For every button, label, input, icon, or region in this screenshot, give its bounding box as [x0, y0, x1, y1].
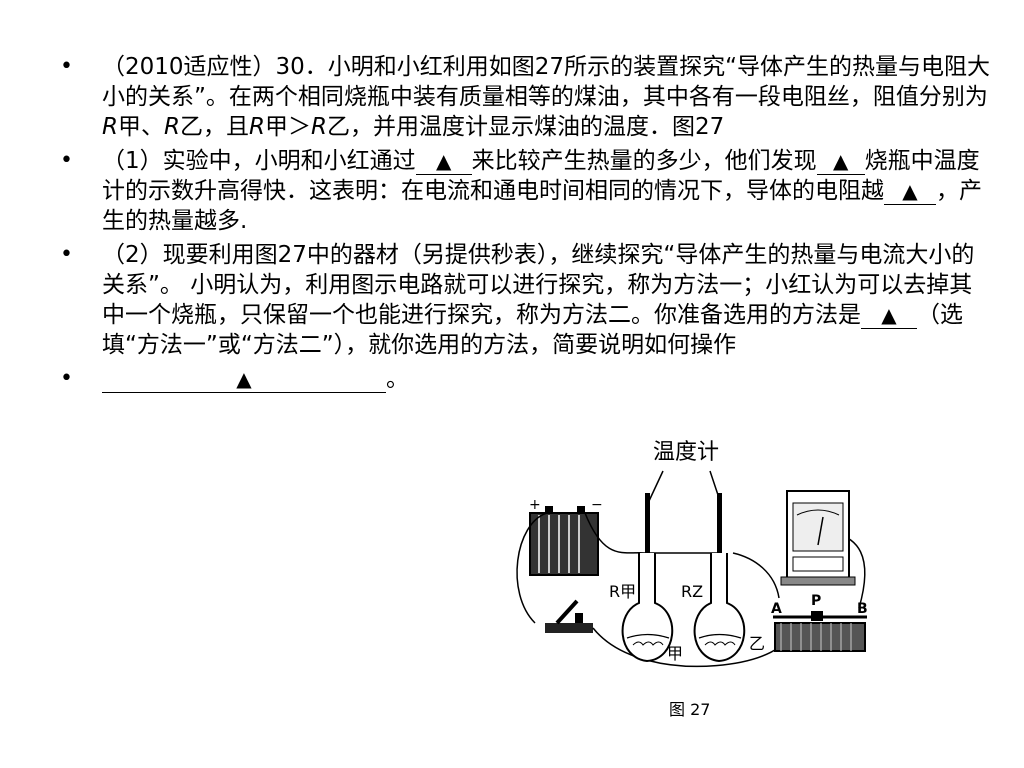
circuit-figure: 温度计 + −: [505, 433, 895, 733]
flask-yi-label: 乙: [749, 634, 765, 653]
battery-minus-label: −: [591, 497, 603, 513]
intro-text: （2010适应性）30．小明和小红利用如图27所示的装置探究“导体产生的热量与电…: [102, 54, 990, 110]
r-symbol: R: [310, 114, 327, 140]
resistor-yi-label: RZ: [681, 582, 703, 601]
bullet-part2: • （2）现要利用图27中的器材（另提供秒表），继续探究“导体产生的热量与电流大…: [60, 240, 990, 360]
figure-caption: 图 27: [669, 700, 710, 719]
bullet-intro: • （2010适应性）30．小明和小红利用如图27所示的装置探究“导体产生的热量…: [60, 52, 990, 142]
part2-text-b: （选填“方法一”或“方法二”），就你选用的方法，简要说明如何操作: [102, 302, 963, 358]
triangle-icon: ▲: [236, 367, 252, 391]
bullet-dot: •: [60, 54, 73, 79]
subscript-yi: 乙: [179, 114, 203, 140]
rheostat-terminal-a: A: [771, 601, 782, 617]
bullet-dot: •: [60, 366, 73, 391]
flask-yi: [693, 553, 746, 663]
r-symbol: R: [163, 114, 180, 140]
greater-than: ＞: [287, 114, 311, 140]
answer-blank-4[interactable]: ▲: [861, 302, 917, 329]
bullet-dot: •: [60, 242, 73, 267]
rheostat-terminal-b: B: [857, 601, 868, 617]
subscript-jia: 甲: [264, 114, 288, 140]
battery: [529, 506, 599, 576]
triangle-icon: ▲: [902, 179, 918, 203]
flask-jia: [621, 553, 674, 663]
circuit-diagram: 温度计 + −: [505, 433, 895, 733]
answer-blank-3[interactable]: ▲: [884, 178, 936, 205]
r-symbol: R: [102, 114, 118, 140]
intro-end-text: ，并用温度计显示煤油的温度．图27: [349, 114, 725, 140]
subscript-jia: 甲: [117, 114, 141, 140]
part1-text-b: 来比较产生热量的多少，他们发现: [471, 148, 817, 174]
switch: [545, 599, 593, 633]
part2-text-a: （2）现要利用图27中的器材（另提供秒表），继续探究“导体产生的热量与电流大小的…: [102, 242, 975, 328]
battery-plus-label: +: [529, 497, 541, 513]
and-text: ，且: [202, 114, 249, 140]
ammeter: [780, 490, 856, 586]
question-list: • （2010适应性）30．小明和小红利用如图27所示的装置探究“导体产生的热量…: [60, 52, 990, 398]
resistor-jia-label: R甲: [609, 582, 636, 601]
triangle-icon: ▲: [881, 303, 897, 327]
flask-jia-label: 甲: [667, 644, 683, 663]
separator: 、: [140, 114, 164, 140]
answer-blank-5[interactable]: ▲: [102, 366, 386, 393]
subscript-yi: 乙: [326, 114, 350, 140]
answer-line-end: 。: [386, 366, 409, 392]
r-symbol: R: [248, 114, 265, 140]
triangle-icon: ▲: [435, 149, 452, 173]
part1-text-d: ，产生的热量越多.: [102, 178, 982, 234]
answer-blank-2[interactable]: ▲: [816, 148, 865, 175]
rheostat: [773, 611, 867, 652]
thermometer-label: 温度计: [653, 440, 719, 465]
rheostat-slider-p: P: [811, 593, 821, 609]
part1-text-c: 烧瓶中温度计的示数升高得快．这表明：在电流和通电时间相同的情况下，导体的电阻越: [102, 148, 980, 204]
wire-flask-to-rheostat: [732, 552, 780, 599]
bullet-dot: •: [60, 148, 73, 173]
wire-battery-to-switch: [516, 512, 548, 624]
bullet-part1: • （1）实验中，小明和小红通过 ▲ 来比较产生热量的多少，他们发现 ▲烧瓶中温度计的…: [60, 146, 990, 236]
triangle-icon: ▲: [832, 149, 849, 173]
bullet-answer-line: • ▲ 。: [60, 364, 990, 394]
part1-text-a: （1）实验中，小明和小红通过: [102, 148, 416, 174]
label-pointer-left: [648, 470, 664, 502]
wire-battery-to-flask-jia: [584, 512, 646, 554]
answer-blank-1[interactable]: ▲: [415, 148, 472, 175]
